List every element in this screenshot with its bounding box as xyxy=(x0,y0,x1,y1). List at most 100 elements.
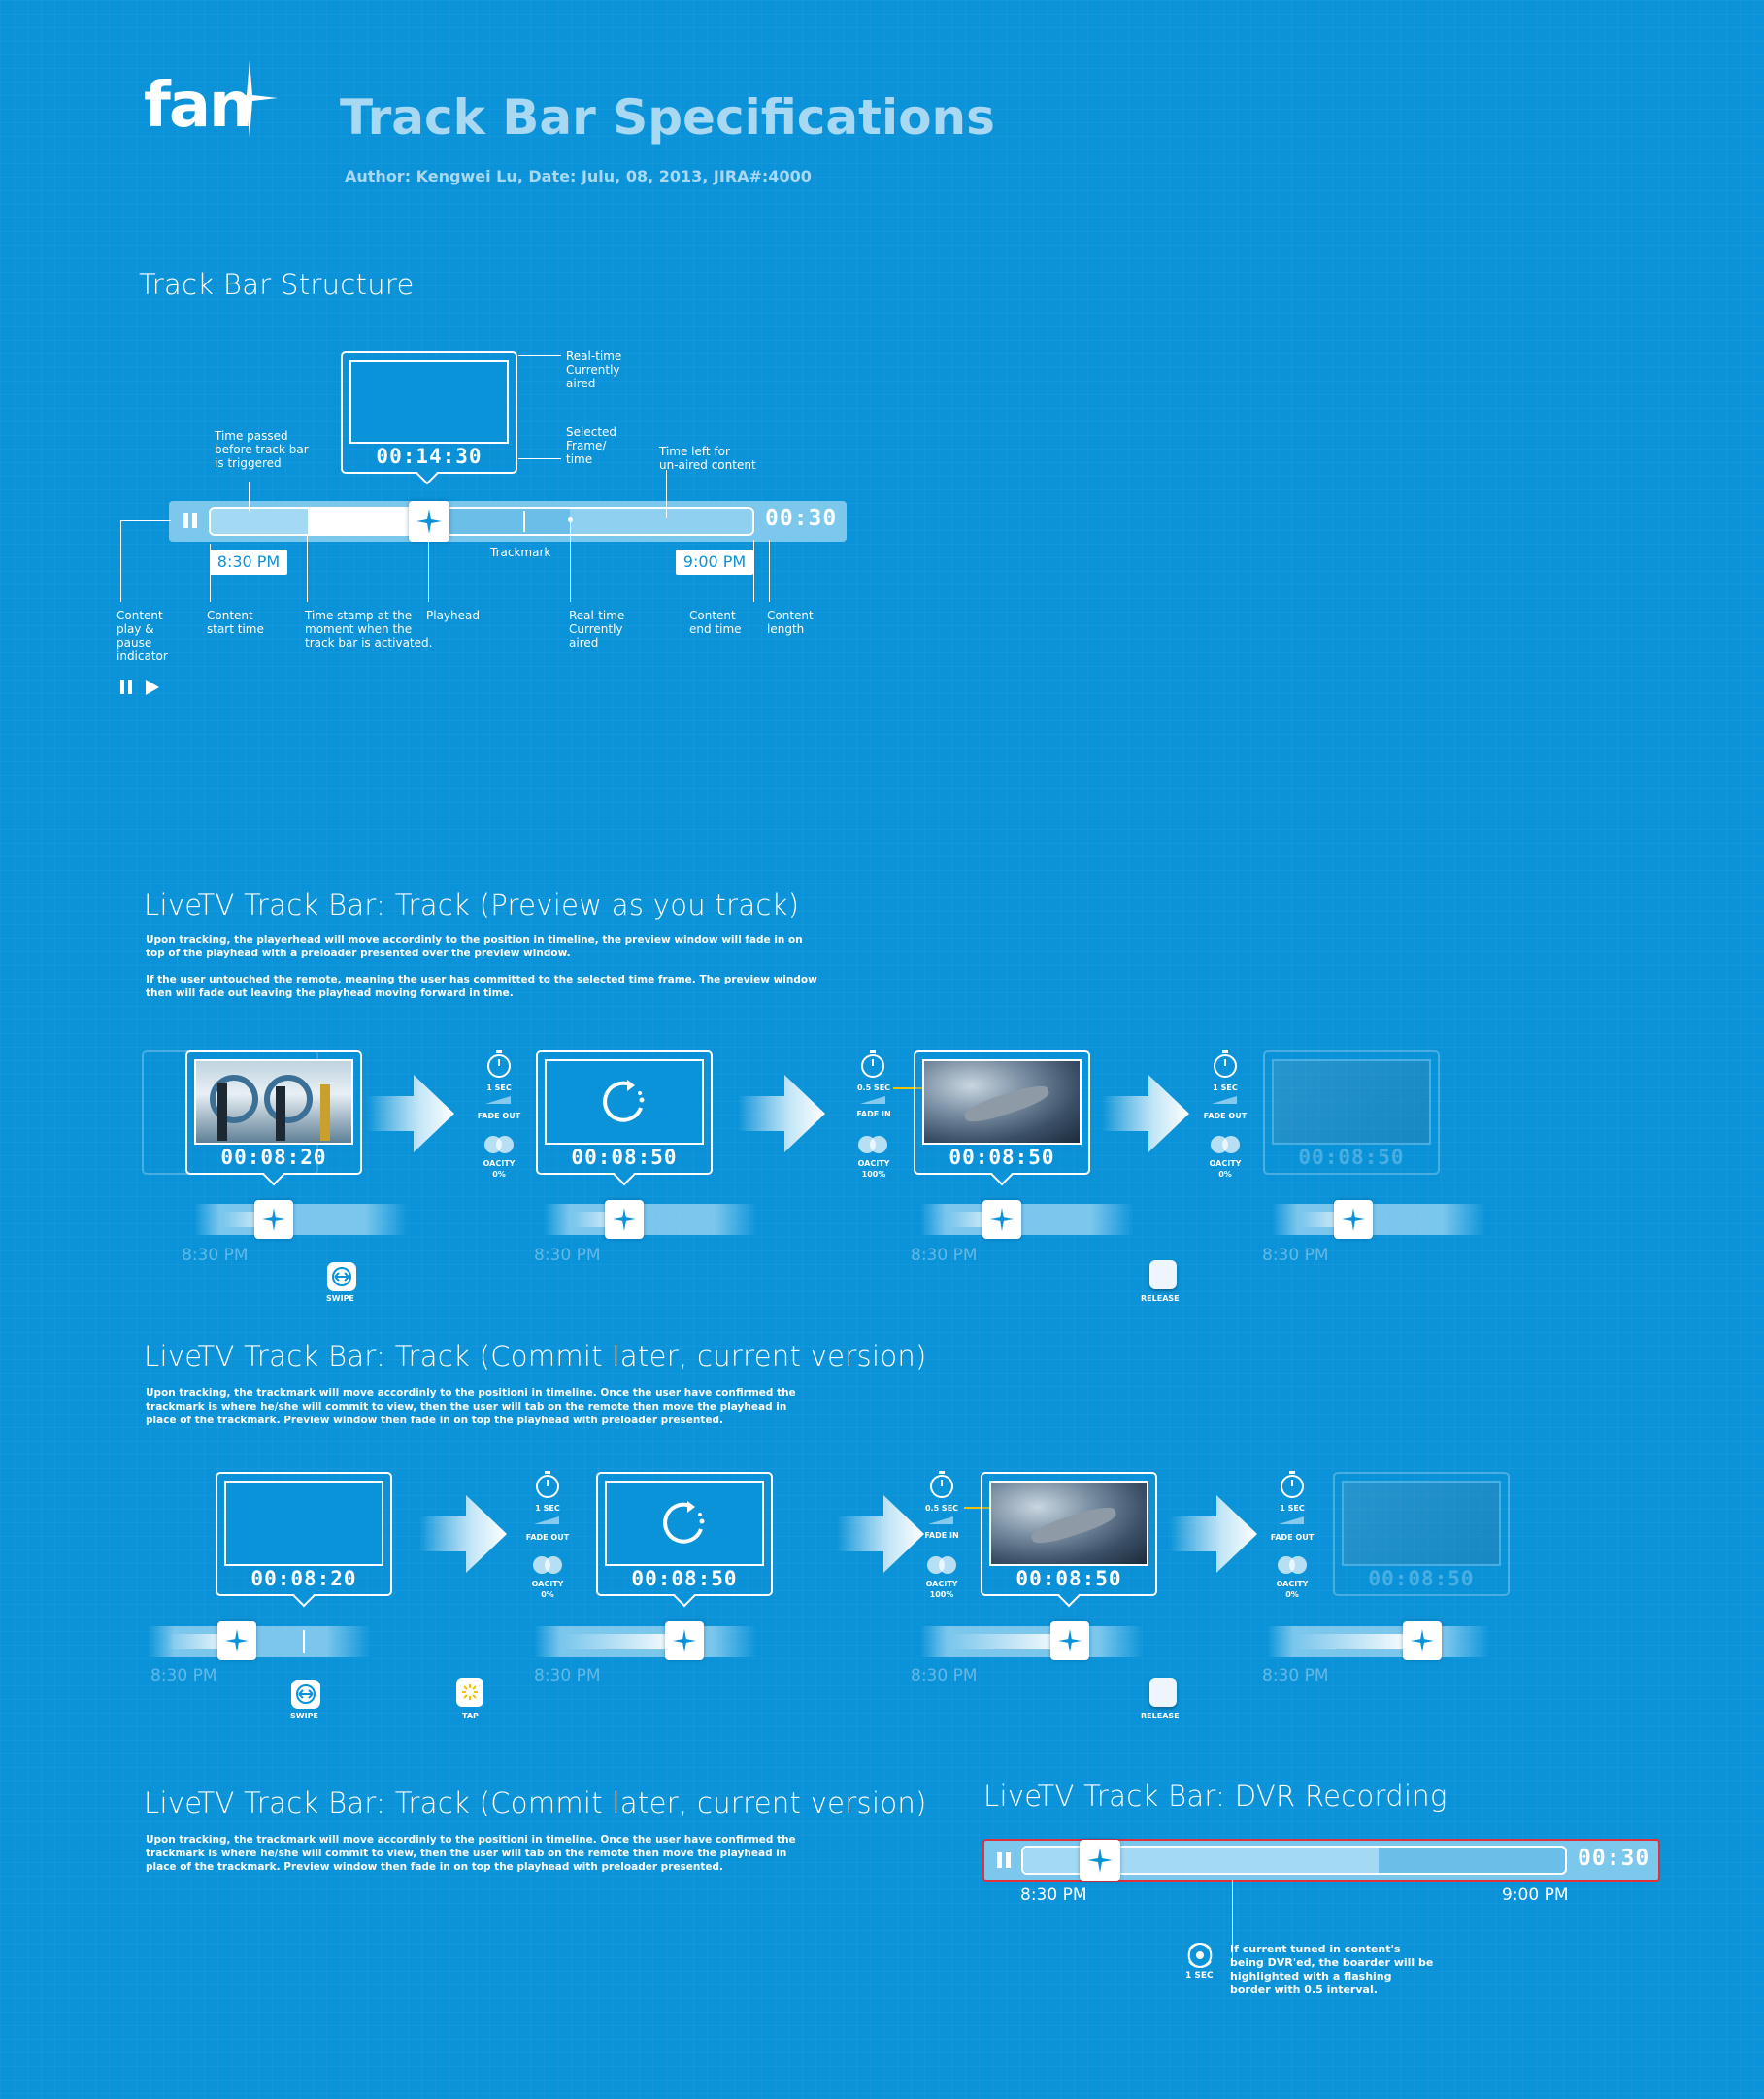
label-time-passed: Time passed before track bar is triggere… xyxy=(215,429,309,470)
row2-bar1-time: 8:30 PM xyxy=(150,1666,217,1685)
tap-label: TAP xyxy=(462,1712,479,1720)
label-time-left: Time left for un-aired content xyxy=(659,445,756,472)
label-trackmark: Trackmark xyxy=(490,546,551,559)
leader-timestamp xyxy=(307,536,308,602)
commit-section-paragraph: Upon tracking, the trackmark will move a… xyxy=(146,1387,796,1426)
dvr-leader xyxy=(1232,1880,1233,1963)
row1-frame2-preview: 00:08:50 xyxy=(536,1050,713,1175)
row1-playhead1[interactable] xyxy=(254,1200,293,1239)
swipe-label: SWIPE xyxy=(326,1294,354,1303)
leader-selected-frame xyxy=(518,458,561,459)
release-label: RELEASE xyxy=(1141,1294,1180,1303)
row1-playhead4[interactable] xyxy=(1334,1200,1373,1239)
leader-length xyxy=(769,540,770,602)
leader-time-left xyxy=(666,470,667,518)
accent-line xyxy=(893,1087,922,1089)
stopwatch-icon xyxy=(861,1050,884,1078)
label-realtime-top: Real-time Currently aired xyxy=(566,350,622,390)
star-icon xyxy=(416,509,442,534)
release-label: RELEASE xyxy=(1141,1712,1180,1720)
row2-bar4-time: 8:30 PM xyxy=(1262,1666,1329,1685)
row1-bar2-time: 8:30 PM xyxy=(534,1246,601,1265)
leader-play-pause-h xyxy=(120,520,171,521)
leader-start xyxy=(210,544,211,602)
space-battle-image xyxy=(989,1481,1148,1566)
row1-bar4 xyxy=(1272,1204,1485,1235)
opacity-icon xyxy=(927,1556,956,1574)
row1-frame3-preview: 00:08:50 xyxy=(914,1050,1090,1175)
row2-bar2 xyxy=(534,1626,757,1657)
row1-bar4-time: 8:30 PM xyxy=(1262,1246,1329,1265)
structure-playhead[interactable] xyxy=(409,501,449,542)
flow-arrow-icon xyxy=(837,1495,924,1573)
dvr-length: 00:30 xyxy=(1578,1846,1650,1871)
preview-screen xyxy=(224,1481,383,1566)
play-indicator-icon xyxy=(146,680,159,695)
row2-frame2-preview: 00:08:50 xyxy=(596,1472,773,1596)
label-playhead: Playhead xyxy=(426,609,480,622)
leader-realtime-top xyxy=(518,355,561,356)
label-selected-frame: Selected Frame/ time xyxy=(566,425,617,466)
row2-bar3-time: 8:30 PM xyxy=(911,1666,978,1685)
preview-section-paragraph-2: If the user untouched the remote, meanin… xyxy=(146,974,817,999)
row2-bar1 xyxy=(148,1626,371,1657)
structure-length: 00:30 xyxy=(765,506,838,531)
row2-playhead4[interactable] xyxy=(1403,1621,1442,1660)
dvr-pause-icon[interactable] xyxy=(997,1852,1013,1870)
stopwatch-icon xyxy=(487,1050,511,1078)
row2-bar3 xyxy=(920,1626,1144,1657)
leader-realtime-bottom xyxy=(570,522,571,602)
row2-bar4 xyxy=(1267,1626,1490,1657)
opacity-icon xyxy=(858,1136,887,1153)
logo-star-icon xyxy=(221,60,278,138)
end-time-box: 9:00 PM xyxy=(676,550,753,575)
preloader-icon xyxy=(603,1080,645,1122)
pause-indicator-icon xyxy=(120,680,134,695)
dvr-section-heading: LiveTV Track Bar: DVR Recording xyxy=(983,1780,1448,1813)
logo: fan xyxy=(144,70,253,142)
commit2-section-heading: LiveTV Track Bar: Track (Commit later, c… xyxy=(144,1786,927,1819)
row1-frame4-time: 00:08:50 xyxy=(1298,1146,1405,1169)
row1-playhead3[interactable] xyxy=(982,1200,1021,1239)
pause-icon[interactable] xyxy=(183,513,199,530)
label-realtime-bottom: Real-time Currently aired xyxy=(569,609,625,650)
row2-frame1-preview: 00:08:20 xyxy=(216,1472,392,1596)
structure-preview-window: 00:14:30 xyxy=(341,351,517,474)
row1-frame4-preview: 00:08:50 xyxy=(1263,1050,1440,1175)
row1-bar1 xyxy=(194,1204,408,1235)
space-battle-image xyxy=(922,1059,1082,1145)
flow-arrow-icon xyxy=(419,1495,507,1573)
byline: Author: Kengwei Lu, Date: Julu, 08, 2013… xyxy=(345,167,812,185)
dvr-playhead[interactable] xyxy=(1080,1840,1120,1881)
row2-trackmark xyxy=(303,1630,305,1653)
opacity-icon xyxy=(1278,1556,1307,1574)
preloader-icon xyxy=(663,1501,705,1544)
trackmark xyxy=(523,511,525,532)
realtime-dot xyxy=(568,517,573,522)
release-gesture-icon xyxy=(1149,1678,1177,1707)
leader-end xyxy=(753,540,754,602)
stopwatch-icon xyxy=(1214,1050,1237,1078)
row2-playhead3[interactable] xyxy=(1050,1621,1089,1660)
swipe-gesture-icon xyxy=(291,1680,320,1709)
row1-playhead2[interactable] xyxy=(605,1200,644,1239)
label-start: Content start time xyxy=(207,609,264,636)
timeline-activated xyxy=(308,509,415,534)
row2-frame3-preview: 00:08:50 xyxy=(981,1472,1157,1596)
flow-arrow-icon xyxy=(1102,1075,1189,1152)
tap-gesture-icon xyxy=(456,1678,483,1707)
preview-section-heading: LiveTV Track Bar: Track (Preview as you … xyxy=(144,888,800,921)
row2-frame4-preview: 00:08:50 xyxy=(1333,1472,1510,1596)
flow-arrow-icon xyxy=(367,1075,454,1152)
row2-playhead2[interactable] xyxy=(665,1621,704,1660)
leader-time-passed xyxy=(249,482,250,511)
row1-frame1-preview: 00:08:20 xyxy=(185,1050,362,1175)
flow-arrow-icon xyxy=(738,1075,825,1152)
row2-playhead1[interactable] xyxy=(217,1621,256,1660)
stopwatch-icon xyxy=(930,1471,953,1498)
dvr-start-time: 8:30 PM xyxy=(1020,1885,1087,1905)
flash-interval-icon xyxy=(1187,1943,1213,1968)
commit-section-heading: LiveTV Track Bar: Track (Commit later, c… xyxy=(144,1340,927,1373)
label-end: Content end time xyxy=(689,609,742,636)
preview-section-paragraph-1: Upon tracking, the playerhead will move … xyxy=(146,934,803,959)
